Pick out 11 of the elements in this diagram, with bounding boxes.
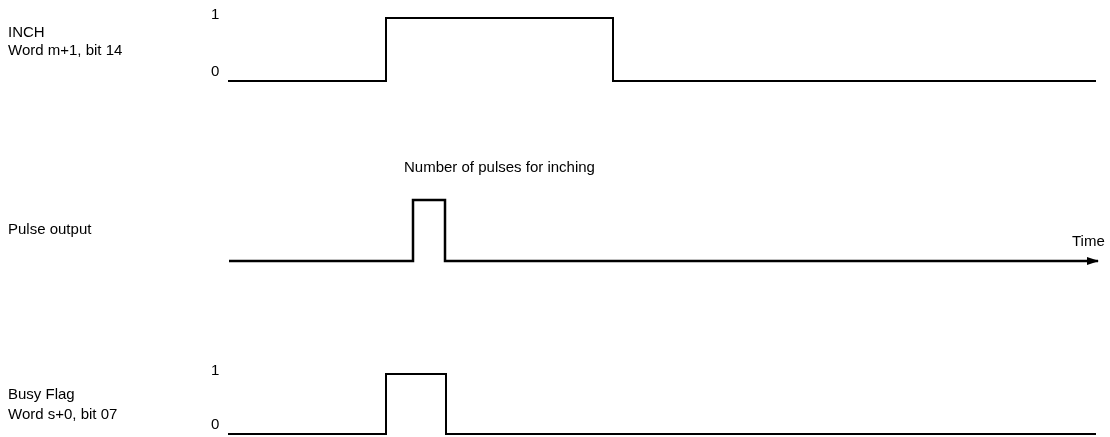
axis-label: Time [1072,232,1105,249]
annotation-text: Number of pulses for inching [404,158,595,175]
level-label: 1 [211,5,220,22]
signal-name: Busy Flag [8,385,75,402]
signal-name: INCH [8,23,45,40]
signal-name: Pulse output [8,220,92,237]
level-label: 1 [211,361,220,378]
level-label: 0 [211,62,220,79]
signal-address: Word m+1, bit 14 [8,41,123,58]
signal-address: Word s+0, bit 07 [8,405,118,422]
level-label: 0 [211,415,220,432]
